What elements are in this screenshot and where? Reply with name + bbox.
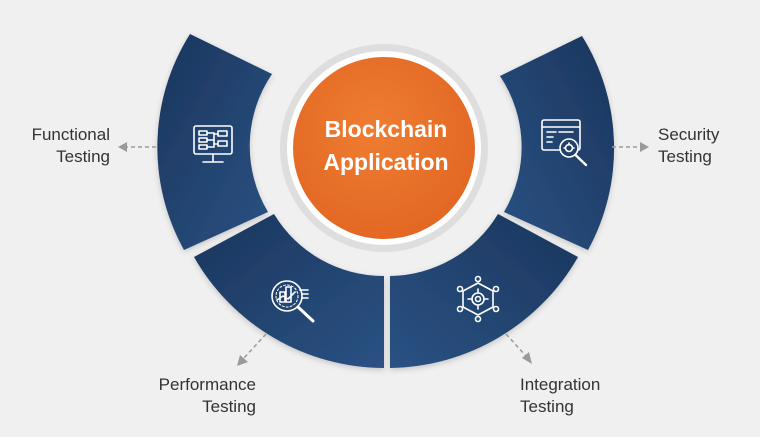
label-security-line1: Security [658, 125, 720, 144]
code-window-bug-search-icon [541, 119, 588, 167]
arrow-integration [505, 333, 532, 364]
arrow-security [612, 142, 649, 152]
chart-magnifier-icon [271, 280, 315, 323]
segment-security [500, 36, 615, 250]
label-functional-testing: Functional Testing [24, 124, 110, 168]
monitor-flowchart-icon [193, 125, 233, 163]
label-performance-line2: Testing [202, 397, 256, 416]
center-title-line2: Application [323, 149, 448, 175]
gear-network-icon [456, 275, 500, 323]
segment-performance [194, 214, 384, 368]
arrow-performance [237, 333, 267, 366]
segment-integration [390, 214, 578, 368]
label-functional-line1: Functional [31, 125, 110, 144]
label-security-line2: Testing [658, 147, 712, 166]
center-circle [293, 57, 475, 239]
label-performance-line1: Performance [158, 375, 256, 394]
label-security-testing: Security Testing [658, 124, 719, 168]
label-integration-line2: Testing [520, 397, 574, 416]
label-functional-line2: Testing [56, 147, 110, 166]
arrow-functional [118, 142, 156, 152]
label-integration-line1: Integration [520, 375, 601, 394]
label-integration-testing: Integration Testing [520, 374, 600, 418]
center-title-line1: Blockchain [325, 116, 448, 142]
label-performance-testing: Performance Testing [150, 374, 256, 418]
